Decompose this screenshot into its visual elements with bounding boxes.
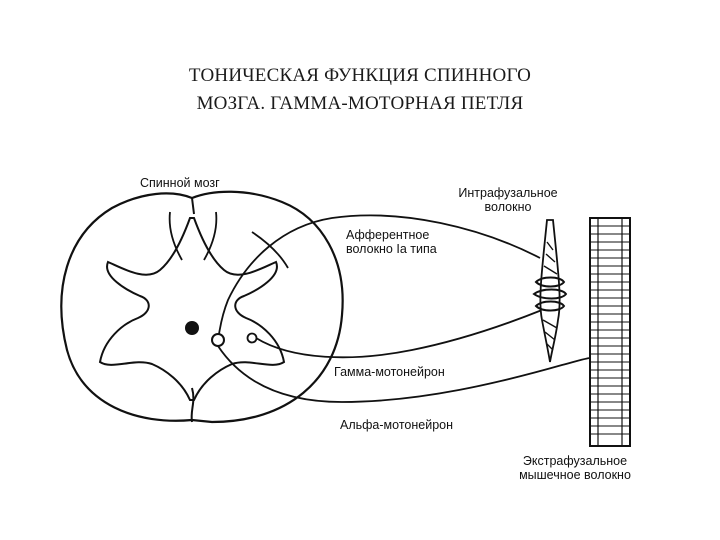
- dorsal-median-sulcus: [191, 197, 195, 215]
- gamma-loop-diagram: Спинной мозг Интрафузальное волокно Аффе…: [42, 150, 672, 486]
- label-extrafusal-line-2: мышечное волокно: [519, 468, 631, 482]
- label-intrafusal: Интрафузальное волокно: [442, 186, 574, 214]
- title-line-2: МОЗГА. ГАММА-МОТОРНАЯ ПЕТЛЯ: [196, 93, 524, 114]
- gamma-motor-axon: [255, 309, 543, 359]
- afferent-ia-fiber: [217, 214, 541, 339]
- label-afferent-line-1: Афферентное: [346, 228, 430, 242]
- label-gamma-motoneuron: Гамма-мотонейрон: [334, 365, 445, 379]
- slide-title: ТОНИЧЕСКАЯ ФУНКЦИЯ СПИННОГО МОЗГА. ГАММА…: [0, 62, 720, 118]
- ventral-median-fissure: [190, 387, 195, 423]
- label-extrafusal: Экстрафузальное мышечное волокно: [500, 454, 650, 482]
- dorsal-root-entry: [251, 231, 289, 269]
- dorsal-horn-left: [168, 211, 183, 261]
- central-canal: [185, 321, 199, 335]
- label-intrafusal-line-2: волокно: [484, 200, 532, 214]
- gamma-motoneuron-soma: [246, 332, 258, 344]
- dorsal-horn-right: [203, 211, 218, 261]
- gray-matter-outline: [98, 217, 286, 401]
- title-line-1: ТОНИЧЕСКАЯ ФУНКЦИЯ СПИННОГО: [188, 65, 532, 86]
- spinal-cord-outline: [60, 190, 344, 424]
- label-spinal-cord: Спинной мозг: [140, 176, 220, 190]
- diagram-drawing: [60, 190, 631, 447]
- label-afferent: Афферентное волокно Ia типа: [346, 228, 437, 256]
- label-extrafusal-line-1: Экстрафузальное: [522, 454, 628, 468]
- extrafusal-fiber: [589, 217, 631, 447]
- label-intrafusal-line-1: Интрафузальное: [458, 186, 558, 200]
- alpha-motor-axon: [217, 345, 591, 403]
- label-alpha-motoneuron: Альфа-мотонейрон: [340, 418, 453, 432]
- intrafusal-spindle: [532, 219, 568, 363]
- label-afferent-line-2: волокно Ia типа: [346, 242, 437, 256]
- alpha-motoneuron-soma: [211, 333, 225, 347]
